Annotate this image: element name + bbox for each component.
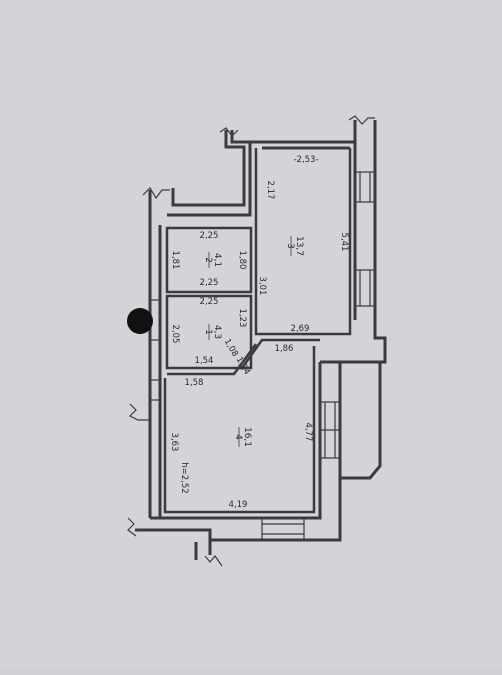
- room-labels: 1 4,3 2 4,1 3 13,7 4 16,1: [203, 236, 304, 447]
- dim-room3-partition: 3,01: [257, 277, 267, 296]
- room-1-number: 1: [203, 329, 213, 335]
- dim-room4-top-left: 1,58: [185, 378, 204, 388]
- dim-room3-right: 5,41: [339, 233, 349, 252]
- window-room4-bottom: [261, 517, 305, 541]
- room-2-number: 2: [203, 257, 213, 263]
- dim-room2-bottom: 2,25: [200, 278, 219, 288]
- break-marks: [127, 115, 375, 567]
- dim-room1-top: 2,25: [200, 297, 219, 307]
- room-4-number: 4: [233, 434, 243, 440]
- room-3-number: 3: [285, 243, 295, 249]
- dim-room4-left: 3,63: [169, 433, 179, 452]
- dim-room1-right: 1,23: [237, 309, 247, 328]
- room-3-area: 13,7: [294, 236, 304, 256]
- left-wall-openings: [150, 299, 160, 401]
- windows: [261, 171, 376, 541]
- dim-room3-bottom: 2,69: [291, 324, 310, 334]
- dim-room2-right: 1,80: [237, 251, 247, 270]
- inner-walls: [163, 148, 352, 514]
- dim-room4-top-right: 1,86: [275, 344, 294, 354]
- window-room3-top: [354, 171, 376, 203]
- dim-room3-top: -2,53-: [293, 155, 318, 165]
- ceiling-height: h=2,52: [179, 462, 189, 493]
- dim-room2-left: 1,81: [170, 251, 180, 270]
- marker-dot: [127, 308, 153, 334]
- dim-room2-top: 2,25: [200, 231, 219, 241]
- room-2-area: 4,1: [212, 253, 222, 267]
- dim-room4-right: 4,77: [303, 423, 313, 442]
- dim-room1-bottom: 1,54: [195, 356, 214, 366]
- dim-room4-bottom: 4,19: [229, 500, 248, 510]
- room-1-area: 4,3: [212, 325, 222, 339]
- room-4-area: 16,1: [242, 427, 252, 447]
- dim-room1-left: 2,05: [170, 325, 180, 344]
- dim-room3-left: 2,17: [265, 181, 275, 200]
- window-room3-bottom: [354, 269, 376, 307]
- dimension-labels: -2,53- 2,17 5,41 2,25 1,80 1,81 3,01 2,2…: [169, 155, 349, 510]
